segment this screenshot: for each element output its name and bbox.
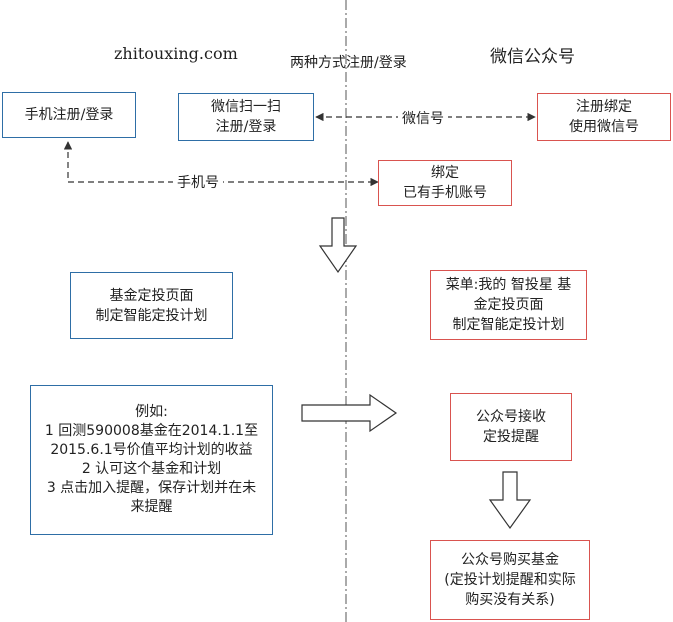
buy-fund-line-1: 公众号购买基金 xyxy=(461,552,559,568)
example-line-5: 3 点击加入提醒，保存计划并在未 xyxy=(46,480,257,496)
buy-fund-box: 公众号购买基金 (定投计划提醒和实际 购买没有关系) xyxy=(430,540,590,620)
phone-login-box: 手机注册/登录 xyxy=(2,92,136,138)
site-url: zhitouxing.com xyxy=(114,44,238,63)
register-bind-box: 注册绑定 使用微信号 xyxy=(537,93,671,141)
bind-existing-line-2: 已有手机账号 xyxy=(403,185,487,201)
phone-number-label: 手机号 xyxy=(173,172,223,192)
bind-existing-box: 绑定 已有手机账号 xyxy=(378,160,512,206)
center-title: 两种方式注册/登录 xyxy=(290,55,407,71)
buy-fund-line-3: 购买没有关系) xyxy=(465,592,555,608)
menu-right-line-2: 金定投页面 xyxy=(473,297,544,313)
example-line-4: 2 认可这个基金和计划 xyxy=(81,461,222,477)
register-bind-line-1: 注册绑定 xyxy=(576,99,632,115)
fund-page-left-box: 基金定投页面 制定智能定投计划 xyxy=(70,272,233,339)
receive-reminder-line-1: 公众号接收 xyxy=(476,409,546,425)
menu-right-line-3: 制定智能定投计划 xyxy=(452,317,565,333)
menu-right-line-1: 菜单:我的 智投星 基 xyxy=(445,277,572,293)
example-line-1: 例如: xyxy=(135,404,168,420)
example-line-2: 1 回测590008基金在2014.1.1至 xyxy=(44,423,259,439)
fund-page-left-line-2: 制定智能定投计划 xyxy=(95,307,208,324)
example-line-6: 来提醒 xyxy=(130,499,173,515)
wechat-id-label: 微信号 xyxy=(398,108,448,128)
wechat-scan-line-1: 微信扫一扫 xyxy=(211,99,281,115)
register-bind-line-2: 使用微信号 xyxy=(569,119,639,135)
receive-reminder-line-2: 定投提醒 xyxy=(483,429,539,445)
flow-right-arrow xyxy=(301,393,398,433)
bind-existing-line-1: 绑定 xyxy=(431,165,459,181)
wechat-scan-line-2: 注册/登录 xyxy=(215,119,277,135)
example-line-3: 2015.6.1号价值平均计划的收益 xyxy=(50,442,253,458)
example-box: 例如: 1 回测590008基金在2014.1.1至 2015.6.1号价值平均… xyxy=(30,385,273,535)
right-title: 微信公众号 xyxy=(490,47,575,67)
menu-right-box: 菜单:我的 智投星 基 金定投页面 制定智能定投计划 xyxy=(430,270,587,340)
flow-down-arrow-top xyxy=(318,217,358,274)
receive-reminder-box: 公众号接收 定投提醒 xyxy=(450,393,572,461)
phone-login-line-1: 手机注册/登录 xyxy=(24,107,114,123)
phone-number-link xyxy=(63,141,379,187)
fund-page-left-line-1: 基金定投页面 xyxy=(109,287,194,304)
buy-fund-line-2: (定投计划提醒和实际 xyxy=(444,572,576,588)
wechat-scan-box: 微信扫一扫 注册/登录 xyxy=(178,93,314,141)
flow-down-arrow-right xyxy=(488,471,532,530)
